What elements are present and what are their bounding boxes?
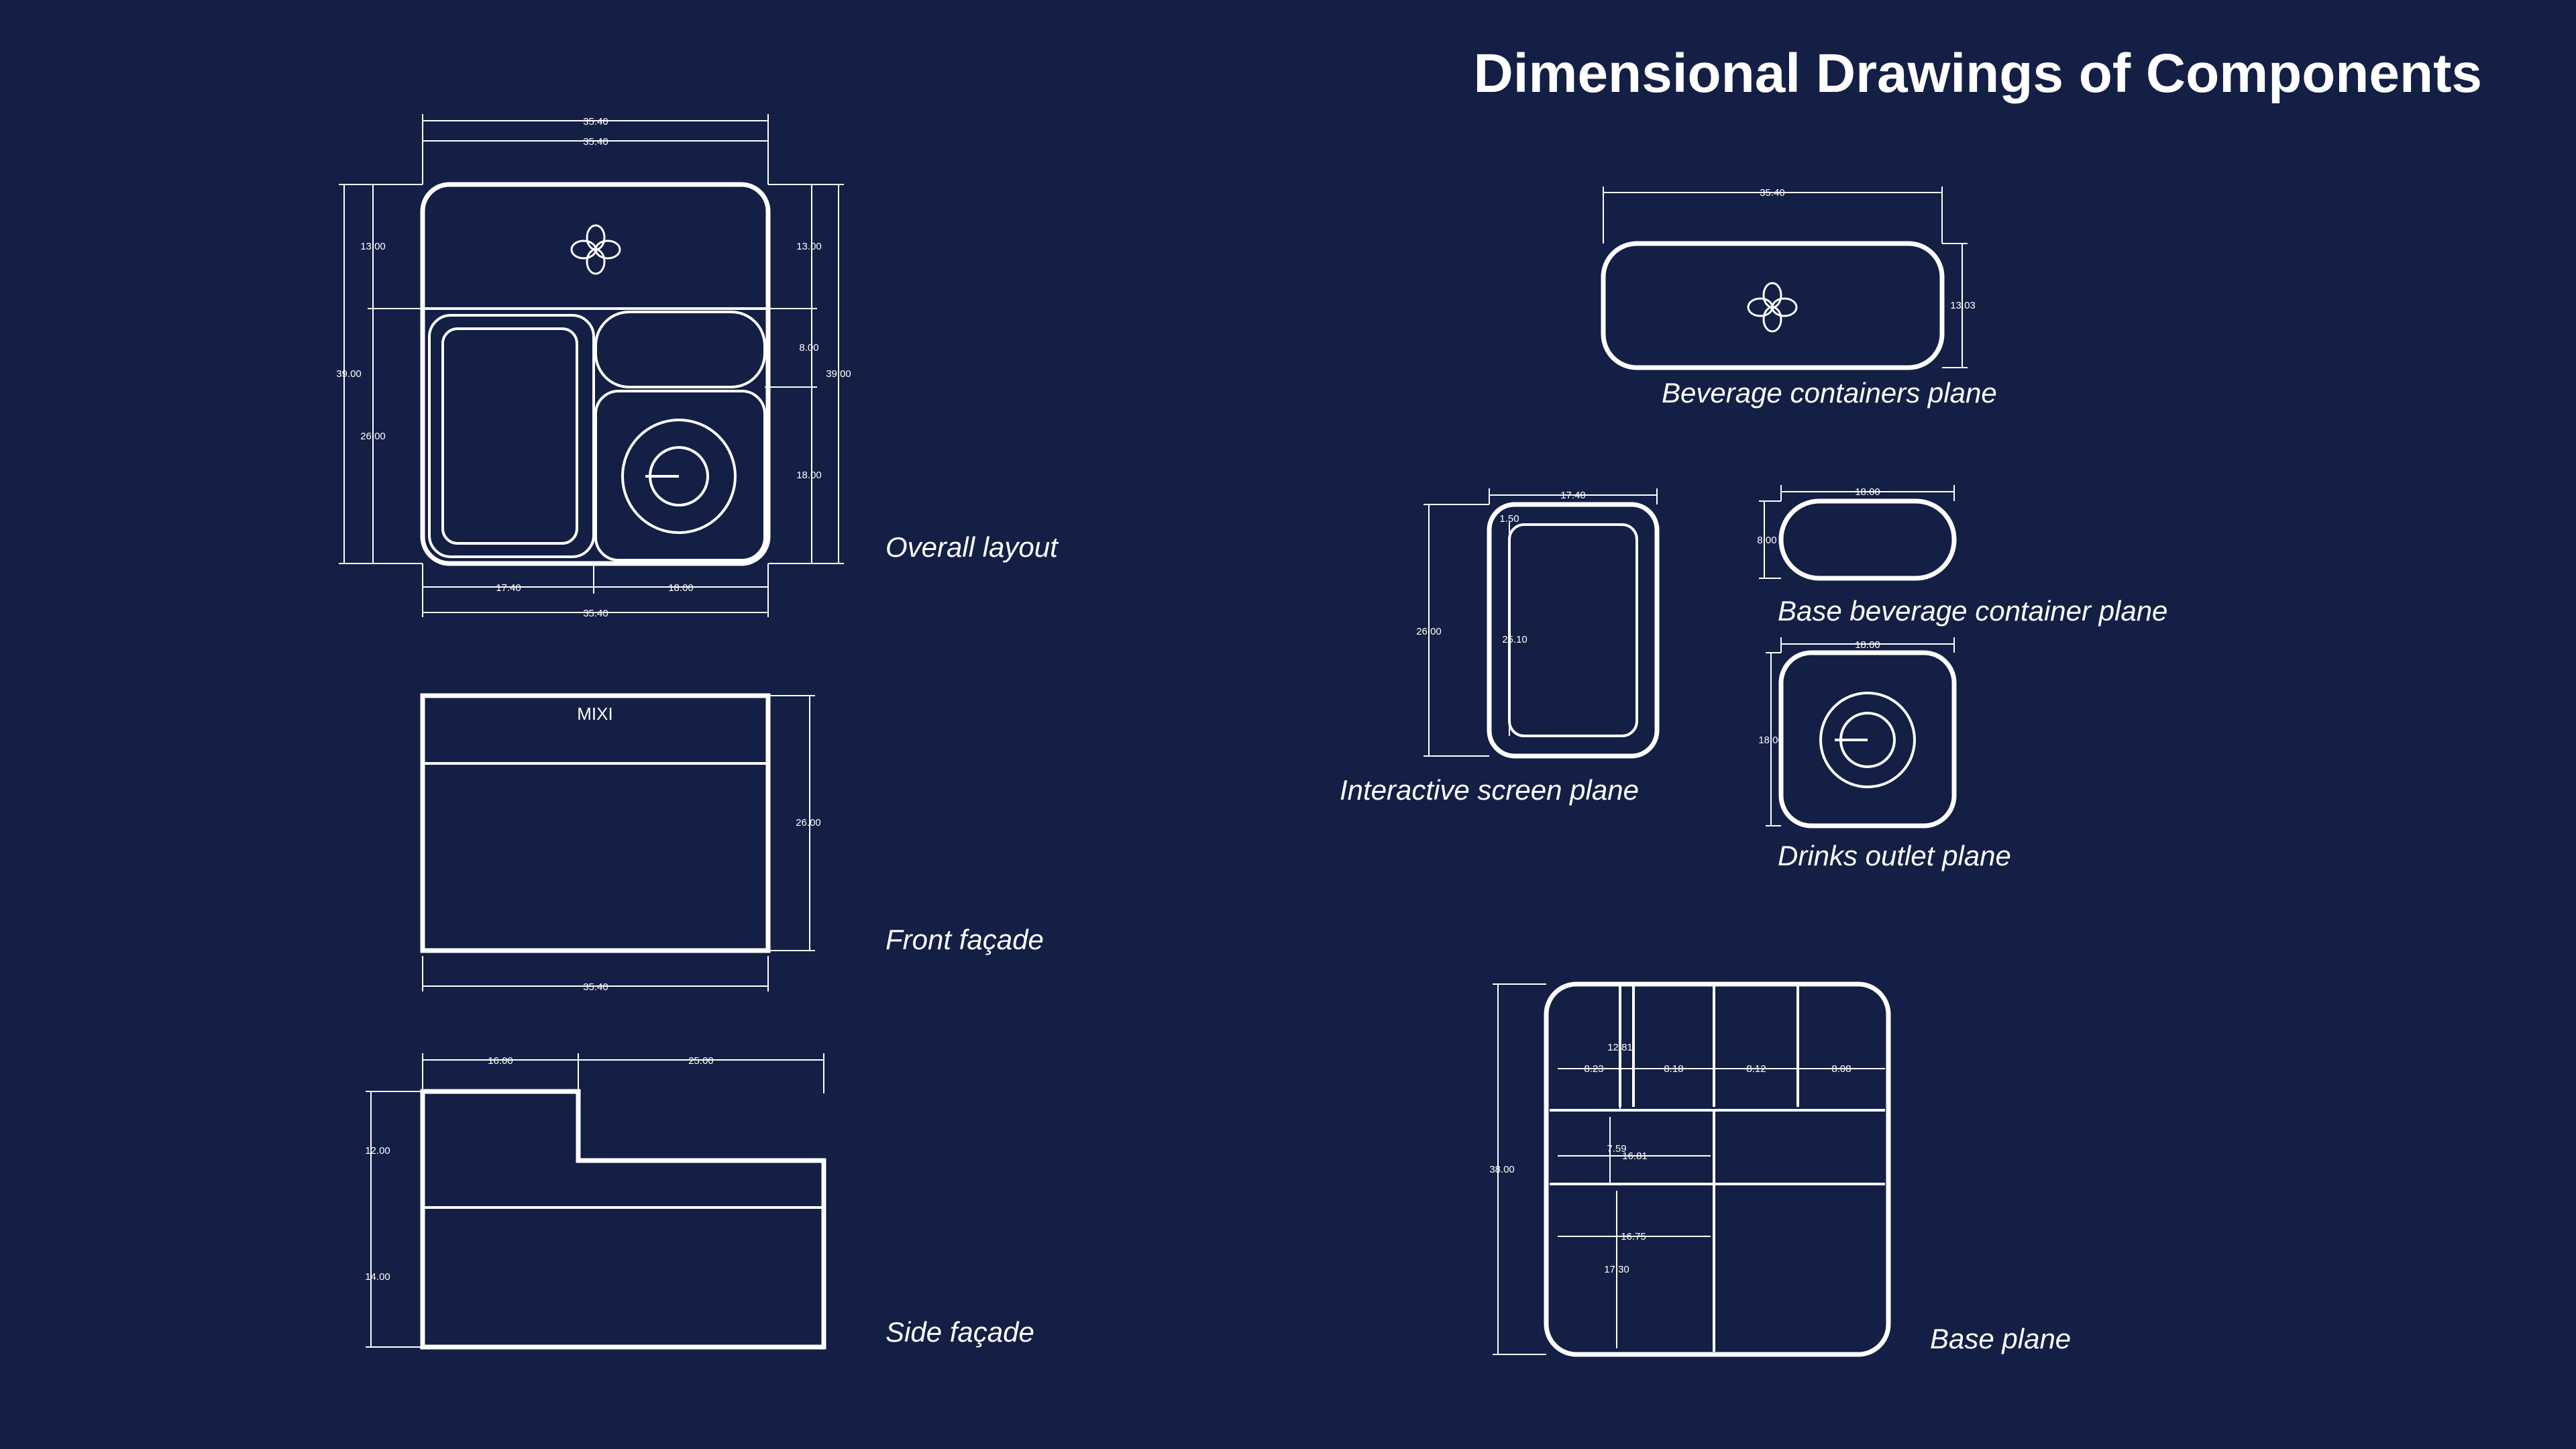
interactive-screen-plane-drawing: 17.40 1.50 26.00 25.10 Interactive scree… [1340, 488, 1660, 806]
dim-overall-left-top: 13.00 [360, 241, 386, 252]
dim-base-height: 38.00 [1489, 1164, 1515, 1175]
caption-base-beverage-container-plane: Base beverage container plane [1778, 595, 2167, 627]
beverage-containers-plane-drawing: 35.40 13.03 Beverage containers plane [1601, 186, 1997, 409]
caption-drinks-outlet-plane: Drinks outlet plane [1778, 840, 2011, 871]
dim-base-r4: 16.75 [1621, 1231, 1646, 1242]
drinks-outlet-plane-drawing: 18.00 18.00 Drinks outlet plane [1758, 637, 2011, 871]
dim-overall-right-top: 13.00 [796, 241, 822, 252]
dim-overall-left-total: 39.00 [336, 368, 362, 380]
dim-overall-right-total: 39.00 [826, 368, 851, 380]
dim-overall-right-mid: 8.00 [799, 342, 818, 354]
dim-side-left-upper: 12.00 [365, 1145, 390, 1157]
dim-beverage-height: 13.03 [1950, 300, 1976, 311]
dim-base-r1: 12.81 [1607, 1042, 1633, 1053]
dim-front-height: 26.00 [796, 817, 821, 828]
dim-overall-right-bottom: 18.00 [796, 470, 822, 481]
dim-outlet-height: 18.00 [1758, 735, 1784, 746]
dim-base-container-height: 8.00 [1757, 535, 1776, 546]
page-title: Dimensional Drawings of Components [1474, 43, 2482, 104]
dim-base-r5: 17.30 [1604, 1264, 1629, 1275]
dim-side-left-lower: 14.00 [365, 1271, 390, 1283]
caption-interactive-screen-plane: Interactive screen plane [1340, 774, 1639, 806]
flower-logo-icon [570, 224, 621, 275]
side-facade-drawing: 16.00 25.00 12.00 14.00 Side façade [365, 1053, 1034, 1350]
dim-outlet-width: 18.00 [1855, 639, 1880, 651]
dim-side-top-right: 25.00 [688, 1055, 714, 1067]
overall-layout-drawing: 35.40 35.40 39.00 13.00 26.00 39.00 13.0… [336, 114, 1059, 619]
dim-base-row1-4: 8.08 [1831, 1063, 1851, 1075]
dim-overall-bottom-total: 35.40 [583, 608, 608, 619]
dim-base-row1-3: 8.12 [1746, 1063, 1766, 1075]
dim-screen-height: 26.00 [1416, 626, 1442, 637]
dim-screen-width: 17.40 [1560, 490, 1586, 501]
dim-side-top-left: 16.00 [488, 1055, 513, 1067]
outlet-dial-icon [1819, 692, 1916, 788]
dim-front-width: 35.40 [583, 981, 608, 993]
dim-overall-bottom-left: 17.40 [496, 582, 521, 594]
caption-front-facade: Front façade [885, 924, 1044, 955]
dim-screen-inner: 25.10 [1502, 634, 1527, 645]
caption-base-plane: Base plane [1930, 1323, 2071, 1354]
dim-screen-corner: 1.50 [1499, 513, 1519, 525]
dim-base-row1-2: 8.18 [1664, 1063, 1683, 1075]
dim-base-r2: 7.59 [1607, 1143, 1626, 1155]
base-beverage-container-plane-drawing: 18.00 8.00 Base beverage container plane [1757, 485, 2167, 627]
brand-label: MIXI [577, 704, 612, 724]
base-plane-drawing: 38.00 8.23 8.18 8.12 8.08 12.81 7.59 16.… [1489, 981, 2071, 1357]
caption-side-facade: Side façade [885, 1316, 1034, 1348]
dim-base-r3: 16.81 [1622, 1150, 1648, 1162]
flower-logo-icon [1747, 282, 1798, 333]
dim-base-row1-1: 8.23 [1584, 1063, 1603, 1075]
dim-overall-top-inner: 35.40 [583, 136, 608, 148]
dim-overall-top-outer: 35.40 [583, 116, 608, 127]
front-facade-drawing: MIXI 26.00 35.40 Front façade [420, 693, 1044, 993]
dim-overall-bottom-right: 18.00 [668, 582, 694, 594]
dim-base-container-width: 18.00 [1855, 486, 1880, 498]
caption-overall-layout: Overall layout [885, 531, 1059, 563]
caption-beverage-containers-plane: Beverage containers plane [1662, 377, 1997, 409]
dim-overall-left-bottom: 26.00 [360, 431, 386, 442]
dim-beverage-width: 35.40 [1760, 187, 1785, 199]
